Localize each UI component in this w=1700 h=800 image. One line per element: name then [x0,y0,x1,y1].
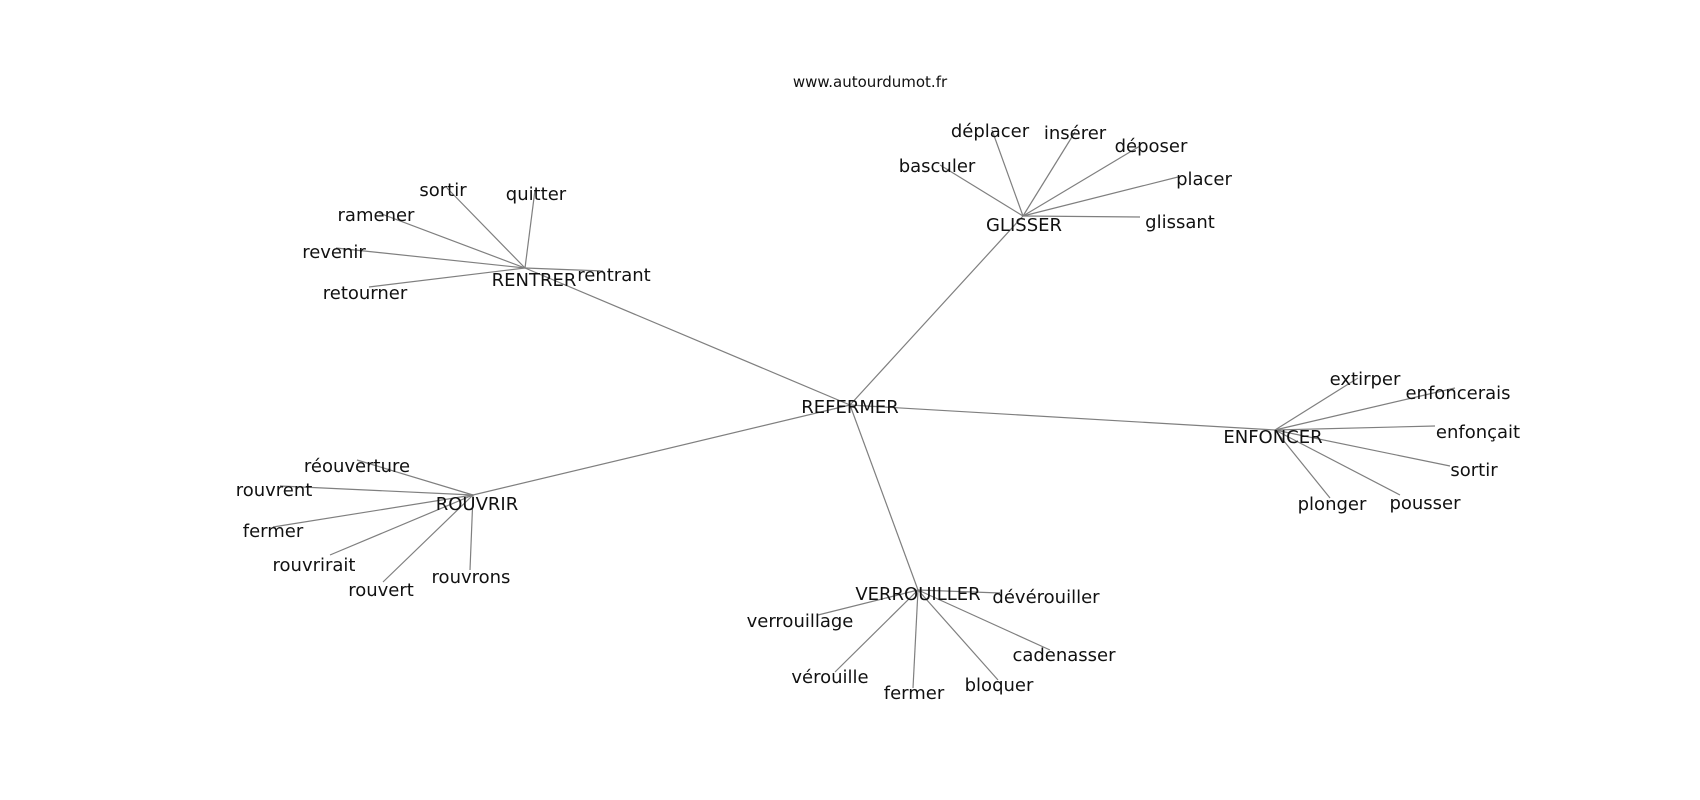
leaf-node-reouverture: réouverture [304,456,410,477]
edge-enfoncer-plonger [1274,429,1331,499]
leaf-node-verouille: vérouille [791,667,868,688]
edge-enfoncer-extirper [1274,377,1359,431]
leaf-node-verrouillage: verrouillage [747,611,854,632]
edge-rouvrir-rouvert [382,494,474,583]
leaf-node-deposer: déposer [1115,136,1188,157]
leaf-node-placer: placer [1176,169,1232,190]
leaf-node-deverouiller: dévérouiller [992,587,1100,608]
hub-node-rouvrir: ROUVRIR [436,494,519,515]
leaf-node-sortir: sortir [419,180,467,201]
graph-labels: REFERMER GLISSER déplacer insérer basculer dé… [236,121,1520,704]
leaf-node-rouvrent: rouvrent [236,480,313,501]
edge-verrouiller-verrouillage [817,589,919,616]
edge-verrouiller-cadenasser [917,589,1051,651]
source-watermark: www.autourdumot.fr [793,73,948,91]
edge-rentrer-retourner [368,267,526,288]
leaf-node-sortir: sortir [1450,460,1498,481]
leaf-node-glissant: glissant [1145,212,1215,233]
edge-rentrer-sortir [446,187,526,269]
hub-node-enfoncer: ENFONCER [1223,427,1322,448]
edge-rouvrir-rouvrirait [329,494,474,556]
leaf-node-enfoncerais: enfoncerais [1405,383,1510,404]
edge-verrouiller-bloquer [917,589,999,681]
edge-rentrer-rentrant [524,267,604,272]
edge-center-rouvrir [472,404,851,496]
edge-rentrer-revenir [335,247,526,269]
leaf-node-retourner: retourner [323,283,408,304]
edge-enfoncer-enfoncerais [1274,387,1456,431]
edge-glisser-basculer [939,164,1024,217]
leaf-node-basculer: basculer [899,156,976,177]
edge-verrouiller-verouille [834,589,919,673]
leaf-node-plonger: plonger [1298,494,1367,515]
center-node-label: REFERMER [801,397,899,418]
leaf-node-deplacer: déplacer [951,121,1030,142]
edge-rentrer-quitter [524,189,536,269]
edge-rouvrir-rouvrons [469,494,474,571]
leaf-node-fermer: fermer [243,521,304,542]
leaf-node-ramener: ramener [338,205,416,226]
edge-glisser-placer [1022,176,1179,217]
leaf-node-rouvert: rouvert [348,580,414,601]
edge-center-rentrer [524,267,851,406]
edge-center-verrouiller [849,404,919,591]
hub-node-rentrer: RENTRER [492,270,577,291]
edge-enfoncer-enfoncait [1274,425,1436,431]
edge-glisser-deplacer [991,129,1024,217]
leaf-node-rentrant: rentrant [577,265,650,286]
leaf-node-cadenasser: cadenasser [1012,645,1116,666]
leaf-node-rouvrons: rouvrons [432,567,511,588]
edge-rouvrir-rouvrent [279,485,474,496]
edge-verrouiller-deverouiller [917,589,1001,594]
leaf-node-pousser: pousser [1389,493,1461,514]
edge-glisser-inserer [1022,131,1076,217]
leaf-node-rouvrirait: rouvrirait [273,555,356,576]
edge-glisser-glissant [1022,215,1141,218]
leaf-node-inserer: insérer [1044,123,1107,144]
leaf-node-enfoncait: enfonçait [1436,422,1520,443]
edge-rouvrir-fermer [272,494,474,528]
leaf-node-quitter: quitter [506,184,567,205]
leaf-node-bloquer: bloquer [965,675,1034,696]
hub-node-verrouiller: VERROUILLER [855,584,980,605]
edge-rentrer-ramener [378,212,526,269]
edge-center-glisser [849,215,1024,406]
leaf-node-fermer: fermer [884,683,945,704]
edge-rouvrir-reouverture [356,459,474,496]
hub-node-glisser: GLISSER [986,215,1062,236]
edge-enfoncer-pousser [1274,429,1401,496]
edge-verrouiller-fermer [912,589,919,689]
leaf-node-extirper: extirper [1330,369,1401,390]
edge-glisser-deposer [1022,145,1141,217]
leaf-node-revenir: revenir [302,242,366,263]
edge-center-enfoncer [849,404,1276,431]
edge-enfoncer-sortir [1274,429,1451,467]
graph-edges [272,129,1456,689]
